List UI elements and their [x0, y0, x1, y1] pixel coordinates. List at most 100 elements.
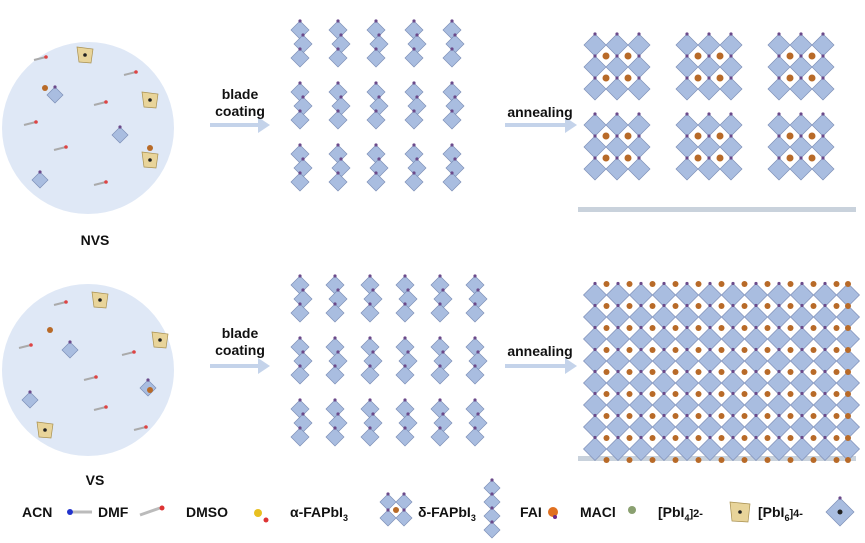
- fa-cation: [764, 391, 771, 397]
- iodide-atom: [823, 435, 827, 440]
- arrow-blade-coating-top: [210, 117, 270, 133]
- alpha-octahedron: [627, 135, 651, 159]
- iodide-atom: [708, 435, 712, 440]
- delta-octahedron: [430, 337, 450, 357]
- iodide-atom: [615, 156, 619, 160]
- alpha-octahedron: [698, 283, 722, 307]
- iodide-atom: [473, 274, 477, 278]
- solvent-molecule: [33, 56, 47, 61]
- solvent-molecule: [83, 376, 97, 381]
- iodide-atom: [377, 33, 381, 37]
- iodide-atom: [707, 156, 711, 160]
- delta-octahedron: [366, 172, 386, 192]
- fa-cation: [603, 347, 610, 353]
- iodide-atom: [593, 391, 597, 396]
- iodide-atom: [821, 54, 825, 58]
- iodide-atom: [685, 281, 689, 286]
- iodide-atom: [754, 435, 758, 440]
- alpha-octahedron: [627, 77, 651, 101]
- alpha-octahedron: [652, 327, 676, 351]
- alpha-octahedron: [789, 135, 813, 159]
- fa-cation: [764, 435, 771, 441]
- iodide-atom: [406, 288, 410, 292]
- alpha-octahedron: [698, 393, 722, 417]
- delta-octahedron: [290, 172, 310, 192]
- iodide-atom: [301, 157, 305, 161]
- alpha-legend-octahedron: [379, 493, 397, 511]
- delta-octahedron: [468, 351, 488, 371]
- iodide-atom: [438, 274, 442, 278]
- alpha-octahedron: [652, 371, 676, 395]
- delta-octahedron: [433, 351, 453, 371]
- alpha-octahedron: [698, 371, 722, 395]
- fa-cation: [649, 457, 656, 463]
- iodide-atom: [593, 32, 597, 36]
- delta-octahedron: [290, 275, 310, 295]
- iodide-atom: [777, 134, 781, 138]
- iodide-atom: [616, 281, 620, 286]
- alpha-octahedron: [675, 327, 699, 351]
- fa-cation: [833, 391, 840, 397]
- fa-cation: [602, 154, 610, 162]
- iodide-atom: [473, 398, 477, 402]
- iodide-atom: [473, 336, 477, 340]
- alpha-octahedron: [583, 415, 607, 439]
- iodide-atom: [593, 347, 597, 352]
- fa-cation: [649, 369, 656, 375]
- fa-cation: [672, 325, 679, 331]
- delta-octahedron: [433, 413, 453, 433]
- legend-dmso: DMSO: [186, 504, 228, 520]
- delta-octahedron: [369, 158, 389, 178]
- alpha-octahedron: [813, 415, 837, 439]
- iodide-atom: [412, 81, 416, 85]
- iodide-atom: [729, 54, 733, 58]
- fa-cation: [718, 413, 725, 419]
- vs-solution-circle: [2, 284, 174, 456]
- fa-cation: [741, 369, 748, 375]
- alpha-octahedron: [605, 113, 629, 137]
- iodide-atom: [593, 369, 597, 374]
- fa-cation: [694, 132, 702, 140]
- iodide-atom: [371, 288, 375, 292]
- iodide-atom: [412, 109, 416, 113]
- iodide-atom: [662, 281, 666, 286]
- lead-atom: [158, 338, 162, 342]
- iodide-atom: [403, 302, 407, 306]
- alpha-legend-octahedron: [379, 509, 397, 527]
- alpha-octahedron: [790, 415, 814, 439]
- fa-cation: [624, 154, 632, 162]
- iodide-atom: [777, 112, 781, 116]
- lead-atom: [43, 428, 47, 432]
- delta-octahedron: [445, 158, 465, 178]
- alpha-octahedron: [583, 349, 607, 373]
- fa-cation: [695, 391, 702, 397]
- iodide-atom: [453, 95, 457, 99]
- alpha-octahedron: [652, 393, 676, 417]
- alpha-octahedron: [652, 349, 676, 373]
- iodide-atom: [616, 435, 620, 440]
- legend-pbi6: [PbI6]4-: [758, 504, 803, 523]
- iodide-atom: [616, 325, 620, 330]
- fa-cation: [833, 303, 840, 309]
- fa-cation: [602, 132, 610, 140]
- alpha-octahedron: [629, 393, 653, 417]
- delta-octahedron: [430, 303, 450, 323]
- fa-cation: [672, 369, 679, 375]
- iodide-atom: [593, 156, 597, 160]
- delta-octahedron: [293, 158, 313, 178]
- iodide-atom: [729, 112, 733, 116]
- iodide-atom: [662, 391, 666, 396]
- pbi6-octahedron: [21, 391, 39, 409]
- alpha-octahedron: [629, 415, 653, 439]
- alpha-octahedron: [697, 55, 721, 79]
- iodide-atom: [685, 325, 689, 330]
- delta-octahedron: [407, 96, 427, 116]
- alpha-octahedron: [675, 283, 699, 307]
- alpha-octahedron: [721, 283, 745, 307]
- iodide-atom: [368, 302, 372, 306]
- delta-octahedron: [293, 289, 313, 309]
- iodide-atom: [301, 412, 305, 416]
- fa-cation: [718, 457, 725, 463]
- fa-cation: [718, 281, 725, 287]
- iodide-atom: [685, 156, 689, 160]
